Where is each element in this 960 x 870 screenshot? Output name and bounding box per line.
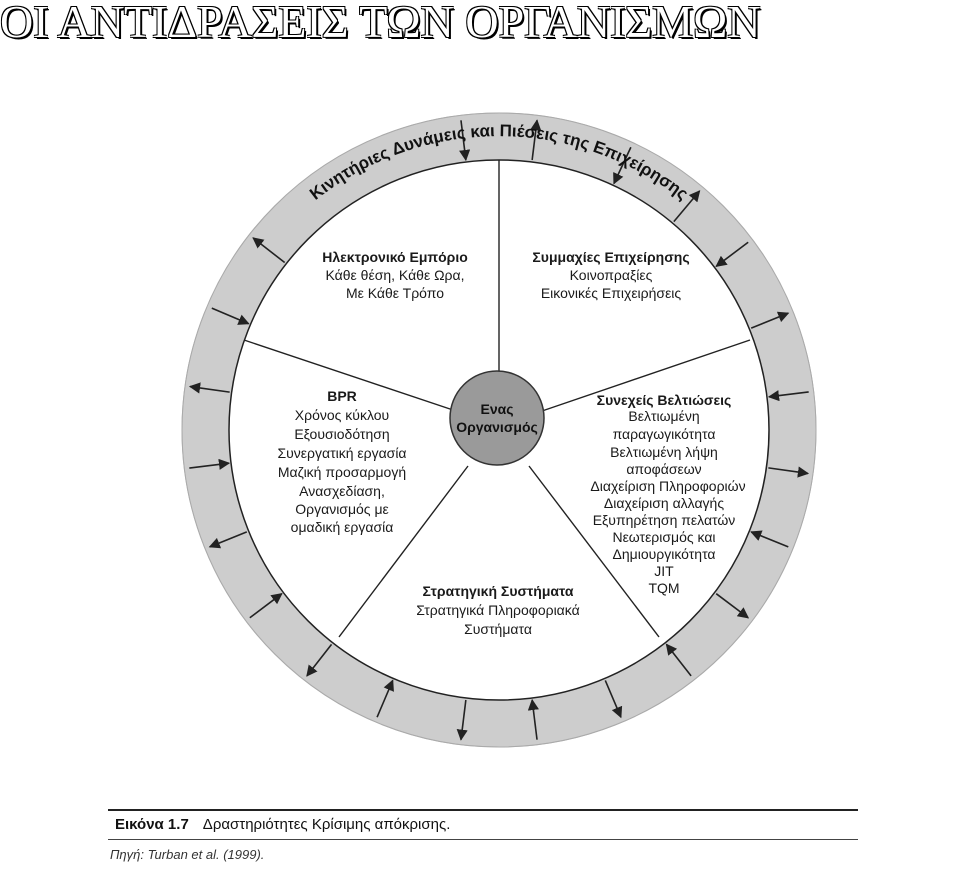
- force-arrow: [527, 698, 539, 740]
- segment-business-alliances: Συμμαχίες Επιχείρησης Κοινοπραξίες Εικον…: [532, 249, 689, 301]
- force-arrow: [665, 643, 692, 677]
- segment-line: Μαζική προσαρμογή: [278, 464, 406, 480]
- segment-heading: Ηλεκτρονικό Εμπόριο: [322, 249, 468, 265]
- segment-ecommerce: Ηλεκτρονικό Εμπόριο Κάθε θέση, Κάθε Ωρα,…: [322, 249, 468, 301]
- figure-caption: Εικόνα 1.7 Δραστηριότητες Κρίσιμης απόκρι…: [115, 816, 450, 833]
- force-arrow: [768, 466, 810, 478]
- force-arrow: [376, 679, 394, 718]
- force-arrow: [188, 382, 230, 394]
- force-arrow: [715, 241, 749, 267]
- segment-line: Εικονικές Επιχειρήσεις: [541, 285, 682, 301]
- segment-heading: Συμμαχίες Επιχείρησης: [532, 249, 689, 265]
- center-organization: [449, 370, 545, 466]
- segment-line: Χρόνος κύκλου: [295, 407, 389, 423]
- force-arrow: [613, 146, 632, 185]
- figure-source: Πηγή: Turban et al. (1999).: [110, 847, 265, 862]
- force-arrow: [249, 593, 283, 619]
- page-title: ΟΙ ΑΝΤΙΔΡΑΣΕΙΣ ΤΩΝ ΟΡΓΑΝΙΣΜΩΝ: [0, 0, 761, 47]
- force-arrows: [188, 119, 810, 741]
- segment-dividers: [243, 160, 751, 638]
- segment-heading: BPR: [327, 388, 357, 404]
- segment-line: Κάθε θέση, Κάθε Ωρα,: [325, 267, 464, 283]
- center-label-line1: Ενας: [480, 401, 513, 417]
- segment-line: Δημιουργικότητα: [613, 546, 716, 562]
- force-arrow: [604, 680, 623, 719]
- segment-line: Κοινοπραξίες: [570, 267, 653, 283]
- segment-line: Στρατηγικά Πληροφοριακά: [416, 602, 579, 618]
- force-arrow: [189, 458, 231, 470]
- segment-heading: Συνεχείς Βελτιώσεις: [597, 392, 732, 408]
- segment-line: JIT: [654, 563, 674, 579]
- force-arrow: [252, 237, 286, 264]
- force-arrow: [715, 593, 750, 619]
- segment-line: αποφάσεων: [626, 461, 701, 477]
- segment-line: Νεωτερισμός και: [612, 529, 715, 545]
- segment-line: Συνεργατική εργασία: [277, 445, 406, 461]
- force-arrow: [530, 119, 542, 161]
- figure-number: Εικόνα 1.7: [115, 816, 189, 833]
- segment-line: Βελτιωμένη: [628, 408, 699, 424]
- segment-continuous-improvement: Συνεχείς Βελτιώσεις Βελτιωμένη παραγωγικ…: [590, 392, 745, 596]
- segment-line: Ανασχεδίαση,: [299, 483, 385, 499]
- segment-line: Διαχείριση αλλαγής: [604, 495, 724, 511]
- segment-strategic-systems: Στρατηγική Συστήματα Στρατηγικά Πληροφορ…: [416, 583, 579, 637]
- figure-caption-text: Δραστηριότητες Κρίσιμης απόκρισης.: [202, 816, 451, 833]
- segment-line: ομαδική εργασία: [291, 519, 394, 535]
- segment-line: παραγωγικότητα: [613, 426, 716, 442]
- segment-line: Συστήματα: [464, 621, 532, 637]
- segment-bpr: BPR Χρόνος κύκλου Εξουσιοδότηση Συνεργατ…: [277, 388, 406, 535]
- segment-line: Με Κάθε Τρόπο: [346, 285, 444, 301]
- force-arrow: [456, 699, 468, 741]
- center-label-line2: Οργανισμός: [456, 419, 538, 435]
- segment-line: TQM: [648, 580, 679, 596]
- force-arrow: [306, 643, 333, 677]
- segment-line: Διαχείριση Πληροφοριών: [590, 478, 745, 494]
- force-arrow: [767, 390, 809, 402]
- force-arrow: [459, 120, 471, 162]
- force-arrow: [208, 531, 248, 549]
- segment-heading: Στρατηγική Συστήματα: [423, 583, 574, 599]
- segment-line: Εξουσιοδότηση: [294, 426, 389, 442]
- force-arrow: [211, 307, 250, 325]
- force-arrow: [750, 530, 789, 548]
- force-arrow: [750, 311, 790, 329]
- caption-rule: [108, 809, 858, 811]
- segment-line: Οργανισμός με: [295, 501, 389, 517]
- caption-rule: [108, 839, 858, 840]
- force-arrow: [673, 190, 701, 223]
- segment-line: Βελτιωμένη λήψη: [610, 444, 718, 460]
- segment-line: Εξυπηρέτηση πελατών: [593, 512, 736, 528]
